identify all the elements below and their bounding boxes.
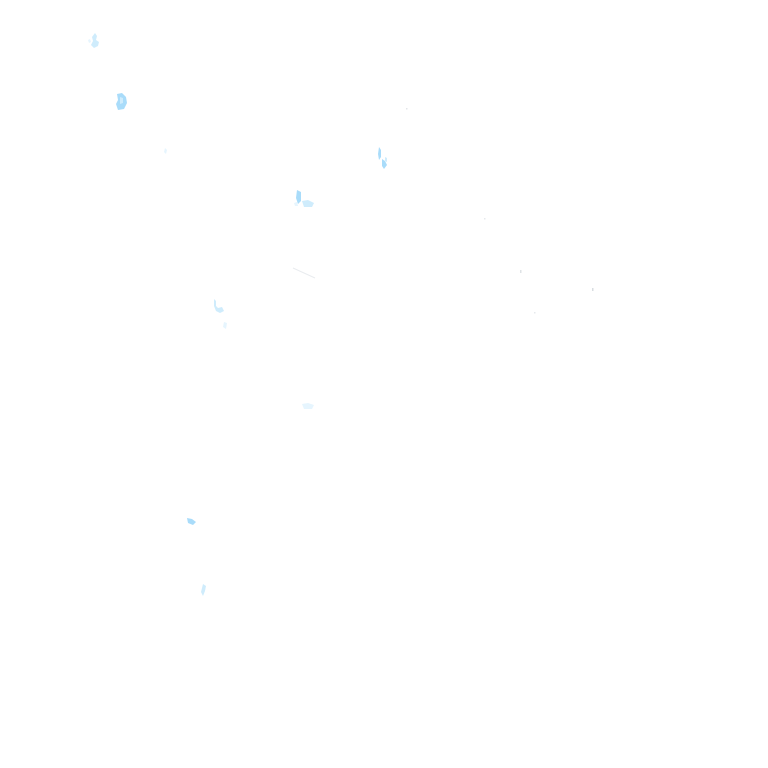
- speck-shape: [164, 148, 167, 154]
- speck-shape: [292, 267, 316, 279]
- speck-shape: [520, 270, 522, 273]
- gray-speck: [482, 216, 488, 222]
- gray-speck: [404, 106, 410, 112]
- speck-shape: [406, 108, 408, 110]
- gray-speck: [518, 268, 524, 276]
- blue-speck: [86, 30, 106, 52]
- speck-shape: [294, 190, 314, 207]
- speck-shape: [88, 33, 99, 48]
- blue-speck: [162, 146, 170, 156]
- speck-shape: [214, 299, 227, 329]
- speck-shape: [116, 93, 127, 110]
- speck-shape: [187, 518, 196, 525]
- blue-speck: [374, 144, 392, 174]
- gray-speck: [590, 286, 596, 294]
- blue-speck: [184, 514, 200, 528]
- speck-shape: [484, 218, 486, 220]
- blue-speck: [292, 186, 320, 212]
- gray-speck: [532, 310, 538, 316]
- speck-shape: [592, 288, 594, 291]
- speck-shape: [378, 147, 387, 169]
- speck-shape: [302, 403, 314, 409]
- blue-speck: [112, 90, 132, 114]
- speck-shape: [201, 584, 206, 596]
- gray-speck: [290, 264, 320, 284]
- blue-speck: [210, 296, 230, 336]
- blue-speck: [300, 400, 318, 412]
- speck-shape: [534, 312, 536, 314]
- blue-speck: [198, 582, 210, 600]
